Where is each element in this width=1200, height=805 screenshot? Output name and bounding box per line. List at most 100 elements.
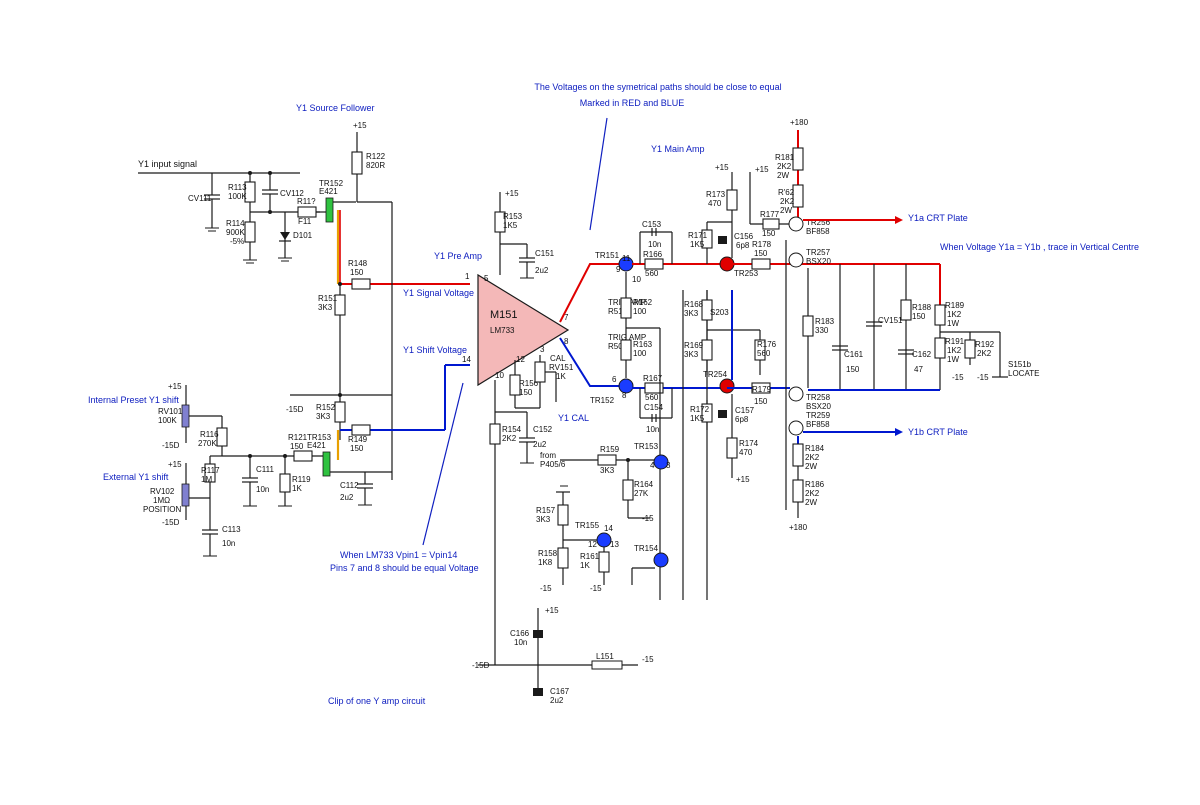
r186-value: 2K2 xyxy=(805,489,820,498)
r181-label: R181 xyxy=(775,153,795,162)
supply-m15d-a: -15D xyxy=(286,405,304,414)
supply-p180-b: +180 xyxy=(789,523,808,532)
pin-14: 14 xyxy=(462,355,471,364)
c162-label: C162 xyxy=(912,350,932,359)
pin-10: 10 xyxy=(495,371,504,380)
r113-label: R113 xyxy=(228,183,247,192)
r157-value: 3K3 xyxy=(536,515,551,524)
r178-label: R178 xyxy=(752,240,772,249)
r159-label: R159 xyxy=(600,445,620,454)
tr153-pin3: 3 xyxy=(666,461,671,470)
supply-p15-b: +15 xyxy=(168,382,182,391)
r151-label: R151 xyxy=(318,294,338,303)
s203-label: S203 xyxy=(710,308,729,317)
r172-value: 1K5 xyxy=(690,414,705,423)
tr151-pin10: 10 xyxy=(632,275,641,284)
c166-label: C166 xyxy=(510,629,530,638)
p405-from: from xyxy=(540,451,556,460)
tr151-label: TR151 xyxy=(595,251,620,260)
r167-value: 560 xyxy=(645,393,659,402)
r117-label: R117 xyxy=(201,466,220,475)
rv102-value: 1MΩ xyxy=(153,496,170,505)
r192-value: 2K2 xyxy=(977,349,992,358)
tr154-label: TR154 xyxy=(634,544,659,553)
supply-p15-f: +15 xyxy=(715,163,729,172)
r192-label: R192 xyxy=(975,340,995,349)
r153-value: 1K5 xyxy=(503,221,518,230)
opamp-type: LM733 xyxy=(490,326,515,335)
symmetry-pointer-line xyxy=(589,117,608,231)
tr155-label: TR155 xyxy=(575,521,600,530)
r184-watt: 2W xyxy=(805,462,817,471)
f11-label: F11 xyxy=(298,217,312,226)
rv151-cal: CAL xyxy=(550,354,566,363)
r148-value: 150 xyxy=(350,268,364,277)
cv151-label: CV151 xyxy=(878,316,903,325)
clip-note: Clip of one Y amp circuit xyxy=(328,696,426,706)
y1a-crt-label: Y1a CRT Plate xyxy=(908,213,968,223)
d101-label: D101 xyxy=(293,231,313,240)
tr259-label: TR259 xyxy=(806,411,831,420)
r119-value: 1K xyxy=(292,484,302,493)
r152-value: 3K3 xyxy=(316,412,331,421)
r168-value: 3K3 xyxy=(684,309,699,318)
r176-value: 560 xyxy=(757,349,771,358)
r159-value: 3K3 xyxy=(600,466,615,475)
r161-value: 1K xyxy=(580,561,590,570)
r167-label: R167 xyxy=(643,374,663,383)
r501-trig: TRIG AMP xyxy=(608,333,646,342)
r149-label: R149 xyxy=(348,435,368,444)
c112-label: C112 xyxy=(340,481,359,490)
supply-p180-a: +180 xyxy=(790,118,809,127)
c112-value: 2u2 xyxy=(340,493,354,502)
rv151-value: 1K xyxy=(556,372,566,381)
tr256-type: BF858 xyxy=(806,227,830,236)
rv102-pot xyxy=(181,483,190,507)
r161-label: R161 xyxy=(580,552,600,561)
tr154-symbol xyxy=(653,552,669,568)
symmetry-note-line2: Marked in RED and BLUE xyxy=(580,98,685,108)
tr256-symbol xyxy=(788,216,804,232)
r149-value: 150 xyxy=(350,444,364,453)
pin-12: 12 xyxy=(516,355,525,364)
y1b-crt-label: Y1b CRT Plate xyxy=(908,427,968,437)
c152-label: C152 xyxy=(533,425,553,434)
r114-tol: -5% xyxy=(230,237,244,246)
c161-label: C161 xyxy=(844,350,864,359)
c157-label: C157 xyxy=(735,406,755,415)
supply-p15-h: +15 xyxy=(755,165,769,174)
r164-value: 27K xyxy=(634,489,649,498)
tr259-type: BF858 xyxy=(806,420,830,429)
r163-value: 100 xyxy=(633,349,647,358)
supply-p15-c: +15 xyxy=(168,460,182,469)
r513-label: R513 xyxy=(608,307,628,316)
supply-p15-g: +15 xyxy=(736,475,750,484)
r122-label: R122 xyxy=(366,152,386,161)
r182-label: R'62 xyxy=(778,188,795,197)
r501-label: R501 xyxy=(608,342,628,351)
r171-value: 1K5 xyxy=(690,240,705,249)
internal-preset-label: Internal Preset Y1 shift xyxy=(88,395,179,405)
tr258-label: TR258 xyxy=(806,393,831,402)
pre-amp-label: Y1 Pre Amp xyxy=(434,251,482,261)
r179-value: 150 xyxy=(754,397,768,406)
r168-label: R168 xyxy=(684,300,704,309)
rv151-label: RV151 xyxy=(549,363,574,372)
supply-m15-f: -15 xyxy=(977,373,989,382)
main-amp-label: Y1 Main Amp xyxy=(651,144,705,154)
signal-voltage-label: Y1 Signal Voltage xyxy=(403,288,474,298)
l151-label: L151 xyxy=(596,652,614,661)
external-shift-label: External Y1 shift xyxy=(103,472,169,482)
input-signal-label: Y1 input signal xyxy=(138,159,197,169)
r181-watt: 2W xyxy=(777,171,789,180)
c151-value: 2u2 xyxy=(535,266,549,275)
c151-label: C151 xyxy=(535,249,555,258)
r188-label: R188 xyxy=(912,303,932,312)
supply-m15-b: -15 xyxy=(540,584,552,593)
c153-value: 10n xyxy=(648,240,661,249)
pin-1: 1 xyxy=(465,272,470,281)
r152-label: R152 xyxy=(316,403,336,412)
r169-value: 3K3 xyxy=(684,350,699,359)
c156-value: 6p8 xyxy=(736,241,750,250)
tr256-label: TR256 xyxy=(806,218,831,227)
